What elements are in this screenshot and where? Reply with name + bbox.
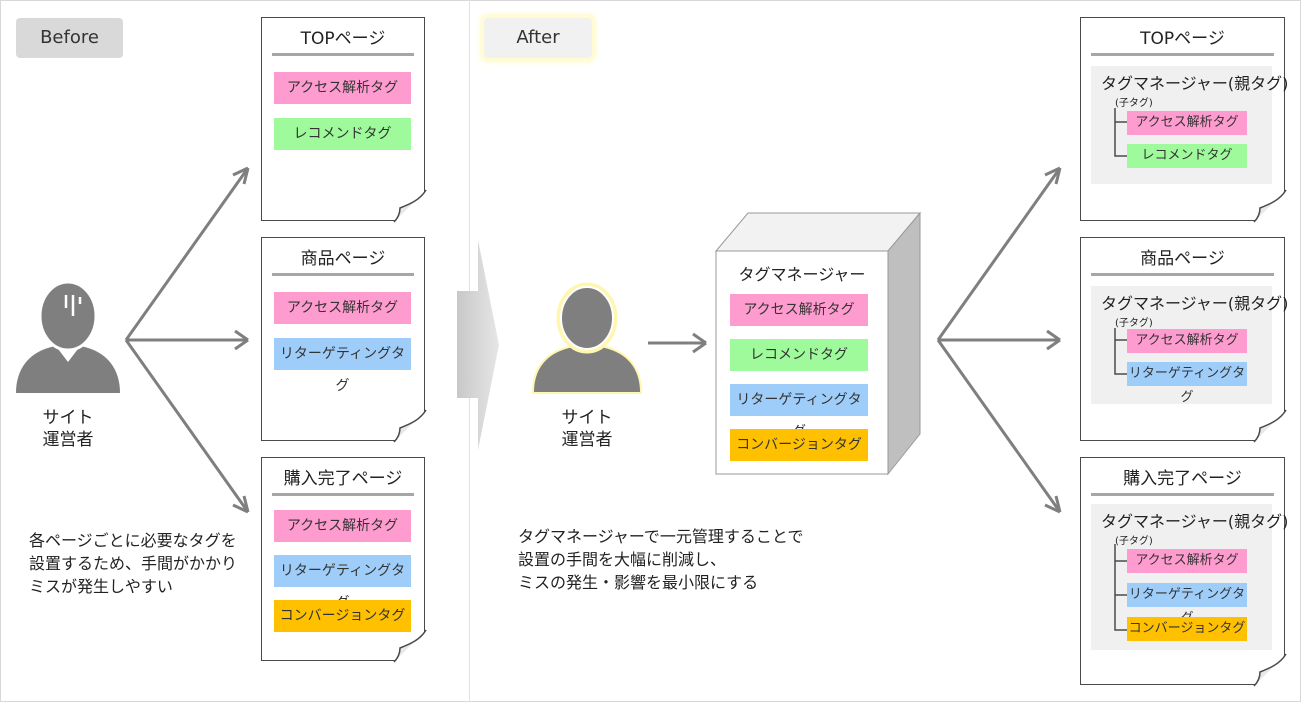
conversion-tag: コンバージョンタグ (730, 429, 868, 461)
recommend-tag: レコメンドタグ (730, 339, 868, 371)
analytics-tag: アクセス解析タグ (730, 294, 868, 326)
tree-connector (1114, 544, 1127, 631)
before-product-page: 商品ページ アクセス解析タグ リターゲティングタグ (261, 237, 427, 443)
manager-parent-box: タグマネージャー(親タグ) (子タグ) アクセス解析タグ リターゲティングタグ (1091, 286, 1288, 405)
analytics-tag: アクセス解析タグ (1127, 111, 1247, 135)
before-label: Before (16, 18, 123, 58)
child-tag-label: (子タグ) (1115, 536, 1153, 547)
page-title: 購入完了ページ (283, 469, 403, 489)
recommend-tag: レコメンドタグ (274, 118, 411, 150)
page-title: 購入完了ページ (1123, 469, 1242, 489)
title-rule (272, 53, 414, 56)
tree-connector (1114, 328, 1127, 375)
retargeting-tag: リターゲティングタグ (1127, 583, 1247, 626)
before-complete-page: 購入完了ページ アクセス解析タグ リターゲティングタグ コンバージョンタグ (261, 457, 427, 663)
note-line: ミスが発生しやすい (29, 577, 173, 596)
note-line: 各ページごとに必要なタグを (29, 531, 237, 550)
note-line: 設置の手間を大幅に削減し、 (518, 550, 727, 569)
analytics-tag: アクセス解析タグ (274, 510, 411, 542)
page-fold (393, 189, 427, 223)
tag-manager-box: タグマネージャー アクセス解析タグ レコメンドタグ リターゲティングタグ コンバ… (716, 251, 888, 474)
title-rule (272, 493, 414, 496)
page-title: TOPページ (1140, 29, 1225, 49)
manager-parent-title: タグマネージャー(親タグ) (1101, 512, 1289, 531)
page-title: TOPページ (300, 29, 386, 49)
analytics-tag: アクセス解析タグ (274, 292, 411, 324)
page-fold (1253, 189, 1287, 223)
before-top-page: TOPページ アクセス解析タグ レコメンドタグ (261, 17, 427, 223)
operator-label-line1: サイト (42, 408, 94, 428)
conversion-tag: コンバージョンタグ (1127, 617, 1247, 641)
operator-label-line2: 運営者 (42, 430, 94, 450)
recommend-tag: レコメンドタグ (1127, 144, 1247, 168)
page-fold (1253, 653, 1287, 687)
manager-parent-box: タグマネージャー(親タグ) (子タグ) アクセス解析タグ レコメンドタグ (1091, 66, 1288, 184)
after-top-page: TOPページ タグマネージャー(親タグ) (子タグ) アクセス解析タグ レコメン… (1080, 17, 1288, 223)
page-title: 商品ページ (1140, 249, 1225, 269)
after-complete-page: 購入完了ページ タグマネージャー(親タグ) (子タグ) アクセス解析タグ リター… (1080, 457, 1288, 687)
page-title: 商品ページ (300, 249, 386, 269)
retargeting-tag: リターゲティングタグ (274, 338, 411, 394)
analytics-tag: アクセス解析タグ (274, 72, 411, 104)
tree-connector (1114, 108, 1127, 157)
title-rule (272, 273, 414, 276)
note-line: タグマネージャーで一元管理することで (518, 527, 804, 546)
child-tag-label: (子タグ) (1115, 98, 1153, 109)
after-note: タグマネージャーで一元管理することで 設置の手間を大幅に削減し、 ミスの発生・影… (518, 525, 848, 594)
retargeting-tag: リターゲティングタグ (1127, 362, 1247, 405)
page-fold (1253, 409, 1287, 443)
note-line: ミスの発生・影響を最小限にする (518, 573, 759, 592)
conversion-tag: コンバージョンタグ (274, 600, 411, 632)
title-rule (1091, 273, 1274, 276)
title-rule (1091, 493, 1274, 496)
manager-parent-title: タグマネージャー(親タグ) (1101, 74, 1289, 93)
before-note: 各ページごとに必要なタグを 設置するため、手間がかかり ミスが発生しやすい (29, 529, 259, 598)
title-rule (1091, 53, 1274, 56)
after-product-page: 商品ページ タグマネージャー(親タグ) (子タグ) アクセス解析タグ リターゲテ… (1080, 237, 1288, 443)
manager-parent-title: タグマネージャー(親タグ) (1101, 294, 1289, 313)
note-line: 設置するため、手間がかかり (29, 554, 238, 573)
operator-label-line2: 運営者 (561, 430, 613, 450)
after-label: After (484, 18, 592, 58)
child-tag-label: (子タグ) (1115, 318, 1153, 329)
analytics-tag: アクセス解析タグ (1127, 329, 1247, 353)
analytics-tag: アクセス解析タグ (1127, 549, 1247, 573)
after-operator-label: サイト 運営者 (537, 407, 637, 451)
before-operator-label: サイト 運営者 (18, 407, 118, 451)
operator-label-line1: サイト (561, 408, 613, 428)
page-fold (393, 629, 427, 663)
page-fold (393, 409, 427, 443)
tag-manager-title: タグマネージャー (738, 265, 866, 284)
retargeting-tag: リターゲティングタグ (730, 384, 868, 440)
manager-parent-box: タグマネージャー(親タグ) (子タグ) アクセス解析タグ リターゲティングタグ … (1091, 504, 1288, 650)
